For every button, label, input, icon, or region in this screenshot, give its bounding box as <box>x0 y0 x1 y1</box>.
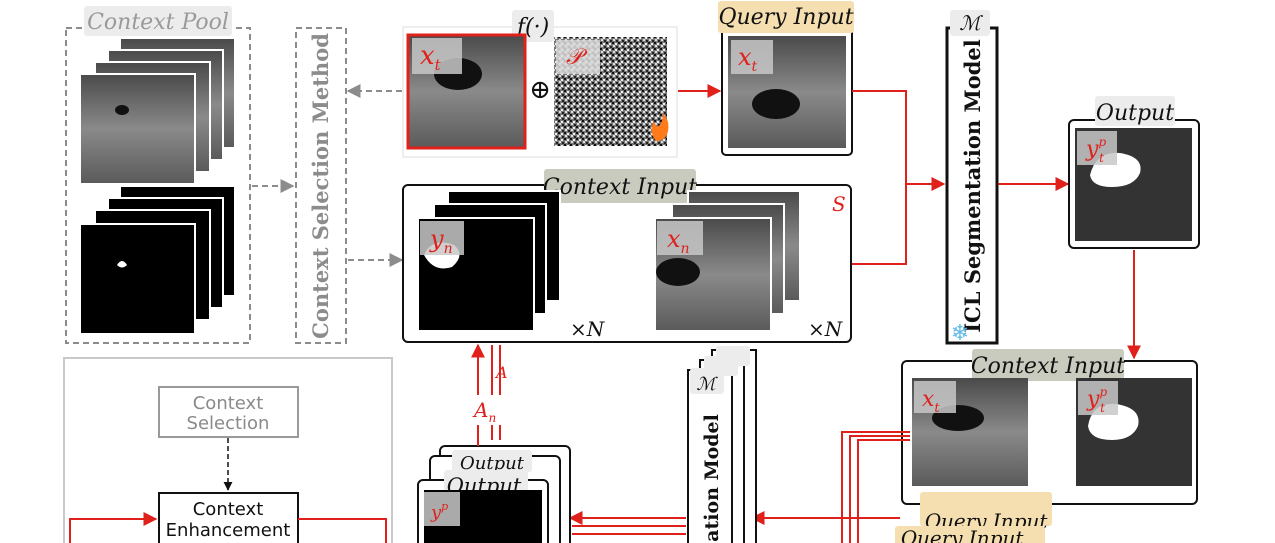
context-pool-label: Context Pool <box>87 10 229 35</box>
flow-context-enhancement-line1: Context <box>193 499 264 520</box>
perturbation-group: f(·) xt ⊕ 𝒫 <box>402 10 678 158</box>
context-input-label: Context Input <box>543 175 697 200</box>
context-selection-method-label: Context Selection Method <box>308 33 333 339</box>
query-to-model-arrow <box>852 90 946 191</box>
partial-query-label-2: Query Input <box>901 526 1025 543</box>
s-label: S <box>832 192 846 216</box>
flow-right-loop-line <box>298 518 387 543</box>
pool-mask-image <box>79 223 196 335</box>
icl-model-label: ICL Segmentation Model <box>960 39 985 333</box>
oplus-symbol: ⊕ <box>529 75 551 105</box>
context-selection-method-box <box>295 27 347 344</box>
an-arrows: An A <box>470 343 510 446</box>
pool-ultrasound-image <box>79 73 196 185</box>
lower-model-stack: ℳ ation Model <box>687 346 757 543</box>
flow-left-loop-arrow <box>69 512 158 543</box>
context-input-2-label: Context Input <box>971 354 1125 379</box>
flow-context-selection-line2: Selection <box>187 413 270 434</box>
a-label-back: A <box>494 363 508 382</box>
context2-line-1 <box>841 431 910 543</box>
flow-context-selection-line1: Context <box>193 393 264 414</box>
context-to-model-arrow <box>852 184 907 265</box>
lower-output-stack: Output Output yp <box>417 445 571 543</box>
context-pool-group: Context Pool <box>65 6 251 344</box>
xhat-t-label: xt <box>738 43 758 75</box>
flowchart-panel: Context Selection Context Enhancement <box>63 357 393 543</box>
lower-output-label-back: Output <box>460 453 525 474</box>
xhat-t-label-2: xt <box>922 387 940 416</box>
flow-context-selection-box <box>158 386 299 438</box>
query-input-group: Query Input xt <box>718 1 854 156</box>
lower-m-label: ℳ <box>696 374 718 395</box>
an-label: An <box>472 398 496 425</box>
context-selection-method-group: Context Selection Method <box>295 27 347 344</box>
times-n-label-1: ×N <box>570 317 606 341</box>
context-input-tag <box>544 169 696 203</box>
lower-model-label: ation Model <box>701 414 723 542</box>
fire-icon <box>651 113 669 141</box>
query-input-tag <box>718 1 854 33</box>
context-pool-tag <box>84 6 232 36</box>
flow-context-enhancement-box <box>158 492 299 543</box>
lower-ytp-label: yp <box>430 500 448 523</box>
pool-image-stack <box>79 37 236 185</box>
query-input-label: Query Input <box>718 5 853 30</box>
snowflake-icon: ❄ <box>951 321 969 346</box>
m-label: ℳ <box>959 11 983 35</box>
pool-mask-stack <box>79 185 236 335</box>
output-label: Output <box>1096 101 1174 126</box>
partial-query-inputs: Query Input Query Input <box>895 492 1052 543</box>
times-n-label-2: ×N <box>808 317 844 341</box>
xt-label: xt <box>420 41 442 74</box>
icl-model-group: ℳ ICL Segmentation Model ❄ <box>945 10 999 346</box>
flow-context-enhancement-line2: Enhancement <box>166 520 291 541</box>
yn-label: yn <box>429 225 453 257</box>
context2-line-3 <box>857 439 910 543</box>
context2-line-2 <box>849 435 910 543</box>
context-input-group: Context Input S yn ×N xn ×N <box>402 169 852 343</box>
xn-label: xn <box>667 225 690 257</box>
